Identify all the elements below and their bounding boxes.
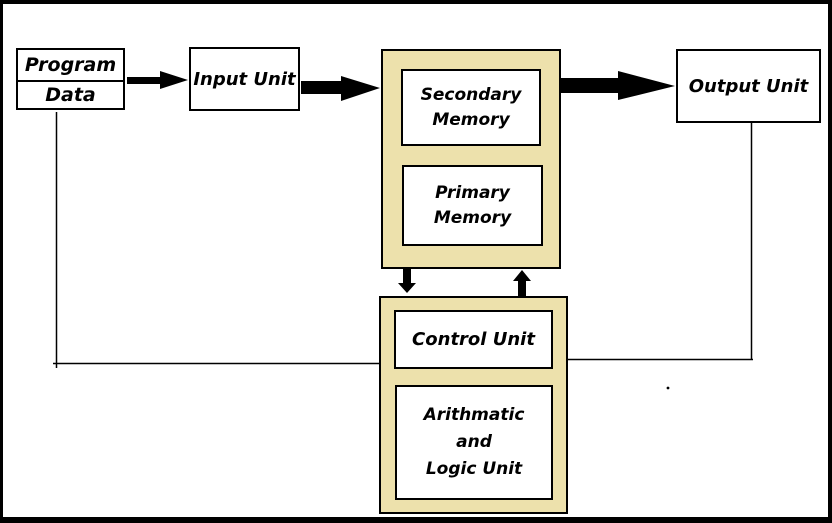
primary-memory-label-line2: Memory (433, 207, 512, 228)
node-output-unit: Output Unit (676, 49, 821, 123)
node-primary-memory: Primary Memory (402, 165, 543, 246)
node-alu: Arithmatic and Logic Unit (395, 385, 553, 500)
arrow-input-to-memory (301, 76, 380, 101)
control-unit-label: Control Unit (412, 329, 535, 350)
primary-memory-label-line1: Primary (435, 182, 510, 203)
alu-label-line1: Arithmatic (423, 405, 525, 425)
output-unit-label: Output Unit (688, 75, 809, 97)
alu-label-line2: and (456, 432, 492, 452)
alu-label-line3: Logic Unit (425, 459, 523, 479)
arrow-control-to-memory (513, 270, 531, 296)
node-program-data: Program Data (16, 48, 125, 110)
arrow-memory-to-control (398, 269, 416, 293)
secondary-memory-label-line1: Secondary (420, 84, 522, 105)
input-unit-label: Input Unit (193, 68, 296, 90)
data-label: Data (45, 83, 96, 106)
node-secondary-memory: Secondary Memory (401, 69, 541, 146)
node-control-unit: Control Unit (394, 310, 553, 369)
secondary-memory-label-line2: Memory (432, 109, 510, 130)
arrow-programdata-to-input (127, 71, 188, 89)
stray-dot (666, 386, 670, 390)
arrow-memory-to-output (561, 71, 675, 100)
node-input-unit: Input Unit (189, 47, 300, 111)
program-label: Program (18, 50, 123, 82)
